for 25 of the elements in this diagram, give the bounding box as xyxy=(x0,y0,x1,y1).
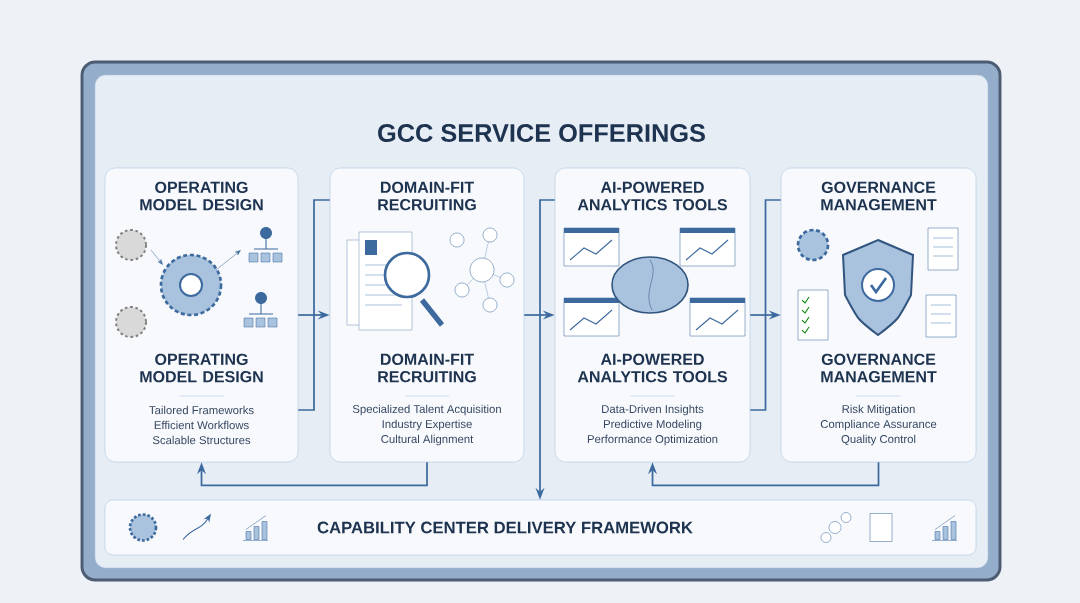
framework-bar: CAPABILITY CENTER DELIVERY FRAMEWORK xyxy=(104,499,977,556)
feature-item: Data-Driven Insights xyxy=(602,404,704,416)
card-heading: OPERATING MODEL DESIGN xyxy=(140,181,263,211)
card-subheading: OPERATING MODEL DESIGN xyxy=(140,353,263,383)
feature-item: Scalable Structures xyxy=(152,435,251,445)
card-subheading: GOVERNANCE MANAGEMENT xyxy=(821,353,937,383)
feedback-arrow xyxy=(197,461,428,487)
feature-item: Risk Mitigation xyxy=(842,404,915,416)
feedback-arrow xyxy=(648,461,880,487)
feature-item: Specialized Talent Acquisition xyxy=(352,404,501,416)
card-heading: DOMAIN-FIT RECRUITING xyxy=(378,181,476,211)
feature-item: Tailored Frameworks xyxy=(149,405,254,415)
card-subheading: DOMAIN-FIT RECRUITING xyxy=(378,353,476,383)
feature-item: Industry Expertise xyxy=(382,419,472,431)
card-heading: GOVERNANCE MANAGEMENT xyxy=(821,181,937,211)
connector-line xyxy=(749,199,782,411)
feature-item: Predictive Modeling xyxy=(604,419,702,431)
feature-item: Performance Optimization xyxy=(587,434,718,446)
card-subheading: AI-POWERED ANALYTICS TOOLS xyxy=(577,353,727,383)
feature-item: Quality Control xyxy=(841,434,916,446)
feature-item: Efficient Workflows xyxy=(154,420,249,430)
connector-line xyxy=(297,199,331,411)
card-heading: AI-POWERED ANALYTICS TOOLS xyxy=(577,181,727,211)
feature-item: Cultural Alignment xyxy=(381,434,474,446)
feature-item: Compliance Assurance xyxy=(820,419,937,431)
